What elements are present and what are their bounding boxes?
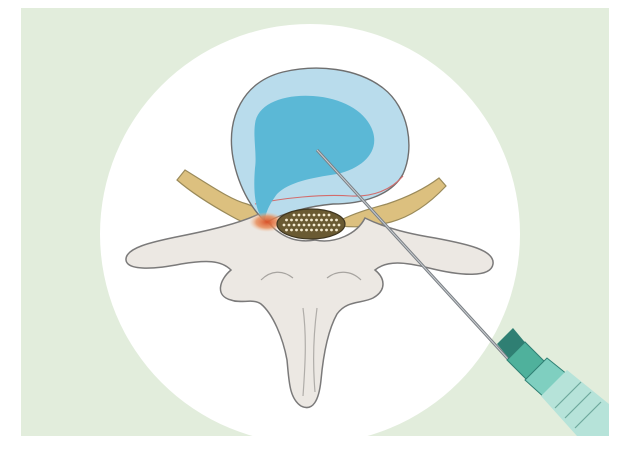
cord-dot — [305, 229, 308, 232]
cord-dot — [288, 224, 291, 227]
cord-dot — [310, 219, 313, 222]
cord-dot — [285, 219, 288, 222]
illustration-panel — [21, 8, 609, 436]
cord-dot — [318, 214, 321, 217]
cord-dot — [298, 214, 301, 217]
cord-dot — [325, 229, 328, 232]
cord-dot — [328, 224, 331, 227]
cord-dot — [313, 214, 316, 217]
cord-dot — [300, 229, 303, 232]
cord-dot — [300, 219, 303, 222]
spinal-cord — [277, 209, 345, 239]
cord-dot — [298, 224, 301, 227]
cord-dot — [338, 224, 341, 227]
cord-dot — [330, 219, 333, 222]
cord-dot — [295, 229, 298, 232]
cord-dot — [303, 224, 306, 227]
cord-dot — [315, 219, 318, 222]
cord-dot — [315, 229, 318, 232]
cord-dot — [308, 224, 311, 227]
cord-dot — [290, 229, 293, 232]
cord-dot — [310, 229, 313, 232]
cord-dot — [290, 219, 293, 222]
cord-dot — [333, 224, 336, 227]
spine-illustration — [21, 8, 609, 436]
cord-dot — [320, 229, 323, 232]
cord-dot — [323, 224, 326, 227]
cord-dot — [293, 214, 296, 217]
cord-dot — [325, 219, 328, 222]
cord-dot — [308, 214, 311, 217]
cord-dot — [328, 214, 331, 217]
cord-dot — [335, 229, 338, 232]
cord-dot — [323, 214, 326, 217]
cord-dot — [305, 219, 308, 222]
cord-dot — [283, 224, 286, 227]
cord-dot — [320, 219, 323, 222]
cord-dot — [285, 229, 288, 232]
cord-dot — [293, 224, 296, 227]
cord-dot — [335, 219, 338, 222]
cord-dot — [318, 224, 321, 227]
cord-dot — [313, 224, 316, 227]
cord-dot — [330, 229, 333, 232]
cord-dot — [303, 214, 306, 217]
cord-dot — [295, 219, 298, 222]
